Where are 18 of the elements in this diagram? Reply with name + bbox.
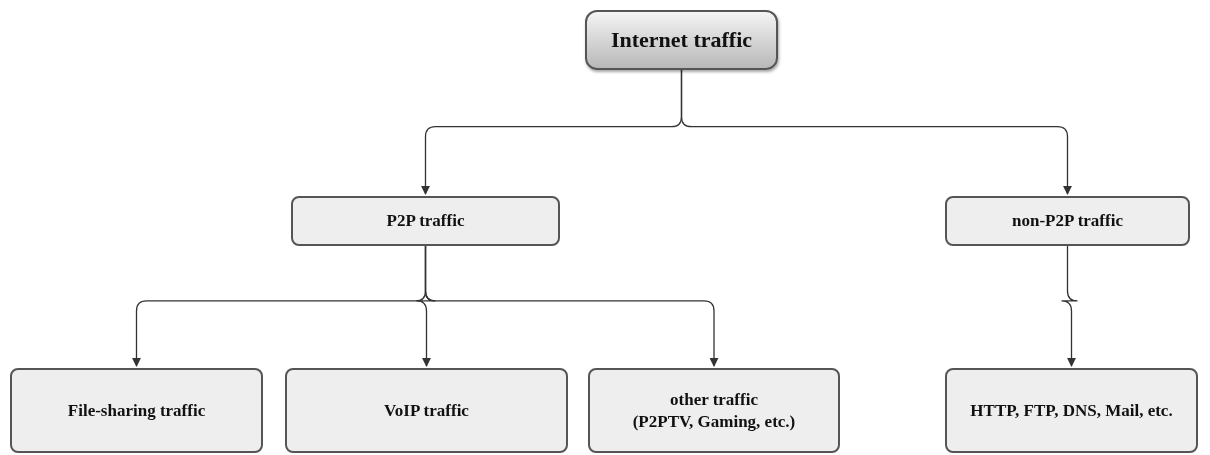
box-label: P2P traffic	[386, 210, 465, 232]
category-box	[945, 196, 1190, 246]
box-label: VoIP traffic	[384, 399, 469, 422]
root-box	[585, 10, 778, 70]
box-label: HTTP, FTP, DNS, Mail, etc.	[970, 399, 1173, 422]
category-box	[588, 368, 840, 453]
arrow	[424, 245, 719, 367]
arrow	[680, 69, 1072, 195]
box-label: other traffic	[670, 389, 758, 411]
category-box	[291, 196, 560, 246]
category-box	[10, 368, 263, 453]
box-label: (P2PTV, Gaming, etc.)	[632, 410, 796, 432]
arrow	[1060, 245, 1079, 367]
category-box	[945, 368, 1198, 453]
box-label: non-P2P traffic	[1012, 210, 1123, 232]
box-label: File-sharing traffic	[67, 399, 206, 422]
category-box	[285, 368, 568, 453]
box-label: Internet traffic	[610, 26, 753, 54]
